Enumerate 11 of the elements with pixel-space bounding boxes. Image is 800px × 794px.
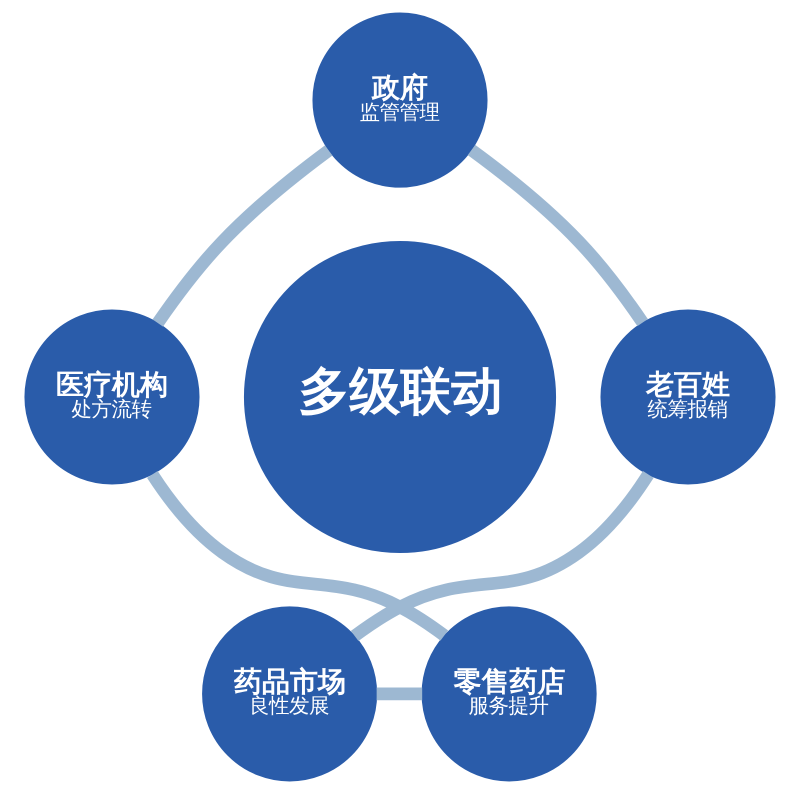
node-circle: 多级联动: [244, 240, 556, 554]
connector: [147, 470, 448, 641]
node-circle: 老百姓 统筹报销: [600, 309, 776, 485]
connector: [152, 145, 332, 327]
connector: [350, 470, 654, 642]
node-circle: 药品市场 良性发展: [202, 606, 378, 782]
connector: [376, 688, 422, 700]
node-circle: 政府 监管管理: [312, 12, 488, 188]
node-circle: 医疗机构 处方流转: [24, 309, 200, 485]
node-circle: 零售药店 服务提升: [422, 606, 597, 782]
connector: [468, 144, 648, 326]
